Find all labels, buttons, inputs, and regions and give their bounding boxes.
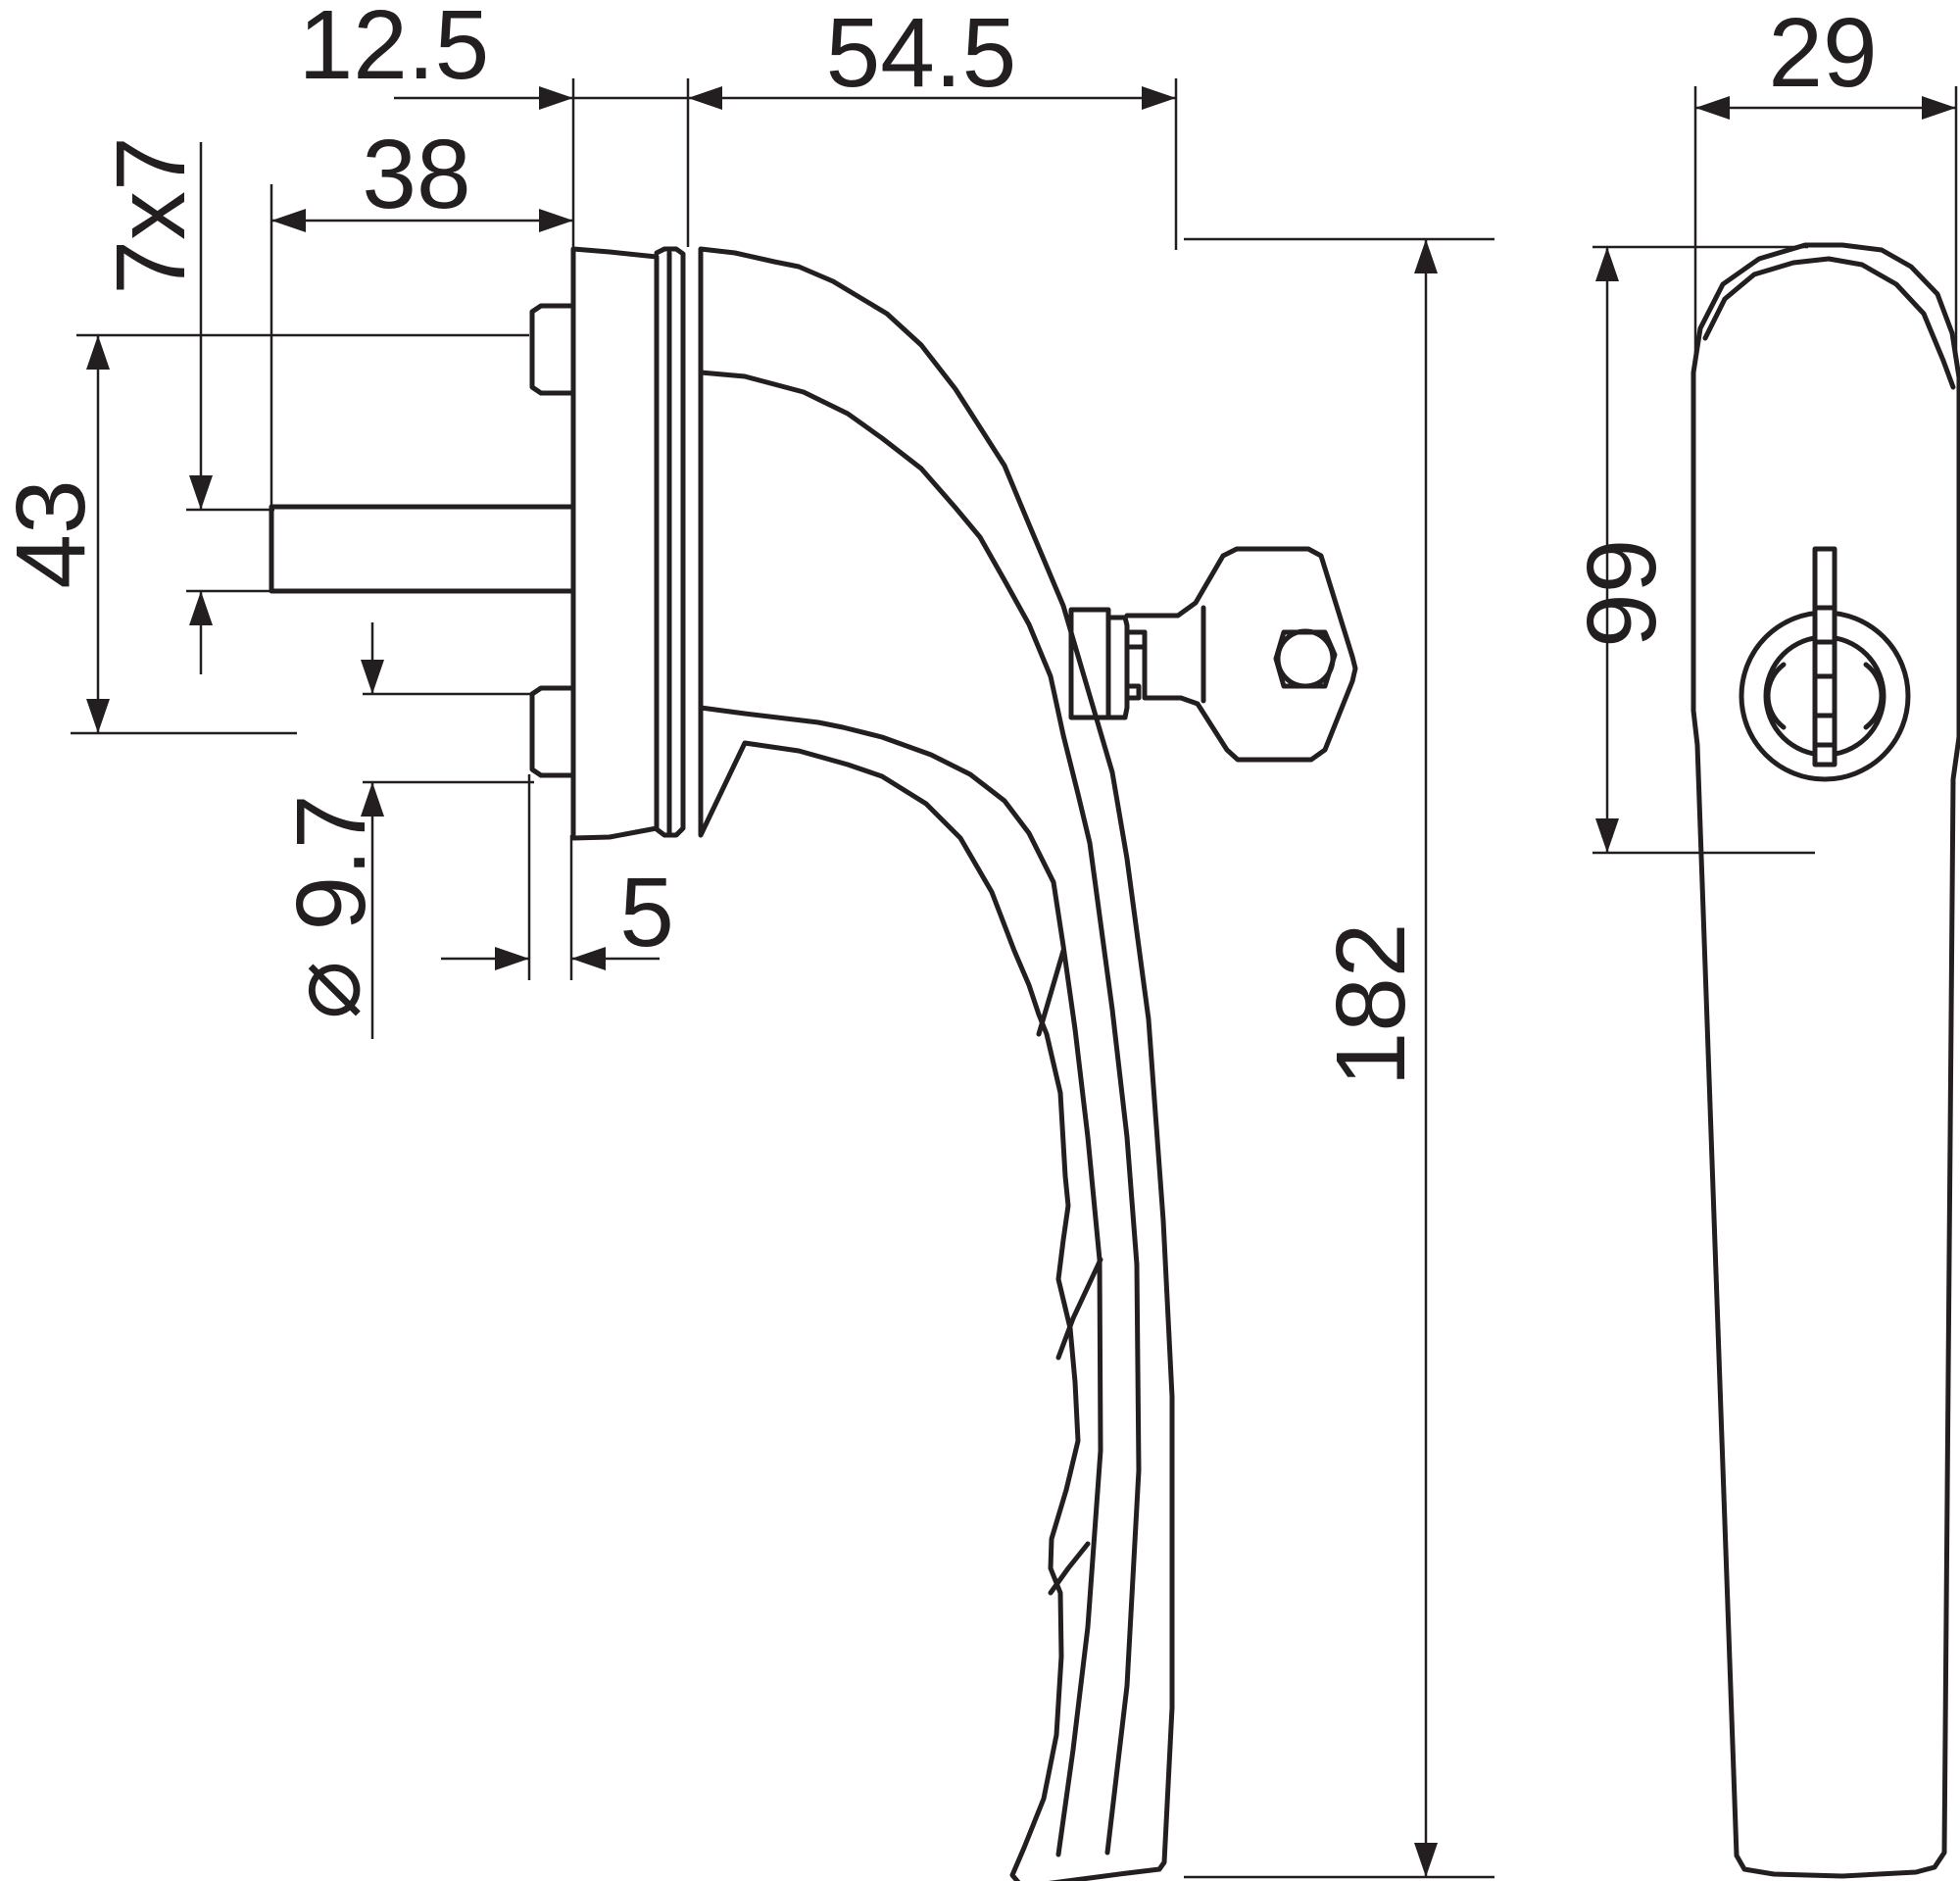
fixing-pin-top	[529, 303, 576, 396]
dim-54-5-line	[688, 86, 1176, 110]
dim-29-line	[1695, 96, 1956, 120]
lock-icon	[1739, 546, 1911, 782]
handle-front-view	[1690, 242, 1960, 1879]
dim-label-38: 38	[362, 120, 470, 229]
dim-label-diameter: ⌀	[270, 961, 380, 1019]
dimension-labels: 12.5 54.5 29 38 7x7 43 9.7 ⌀ 5 182 66	[0, 0, 1878, 1086]
dim-label-12-5: 12.5	[299, 0, 490, 100]
fixing-pin-bottom	[529, 685, 576, 778]
handle-body-side	[698, 246, 1175, 1881]
dim-label-43: 43	[0, 479, 106, 588]
rose-plate	[570, 246, 686, 841]
dim-5-line	[441, 947, 660, 970]
dim-label-5: 5	[619, 858, 674, 967]
dim-9-7-line	[361, 622, 384, 1039]
extension-lines	[71, 78, 1958, 1879]
dim-label-9-7: 9.7	[276, 794, 386, 930]
dim-7x7-line	[189, 142, 213, 674]
dim-66-line	[1595, 247, 1619, 853]
spindle	[269, 504, 576, 594]
dim-label-66: 66	[1566, 538, 1676, 647]
dim-label-29: 29	[1768, 0, 1877, 108]
dim-182-line	[1414, 239, 1438, 1877]
dim-38-line	[271, 209, 573, 232]
key-icon	[1124, 546, 1358, 763]
dim-label-7x7: 7x7	[96, 136, 206, 294]
dim-label-54-5: 54.5	[826, 0, 1017, 108]
dim-label-182: 182	[1316, 923, 1426, 1087]
dim-43-line	[86, 335, 110, 733]
